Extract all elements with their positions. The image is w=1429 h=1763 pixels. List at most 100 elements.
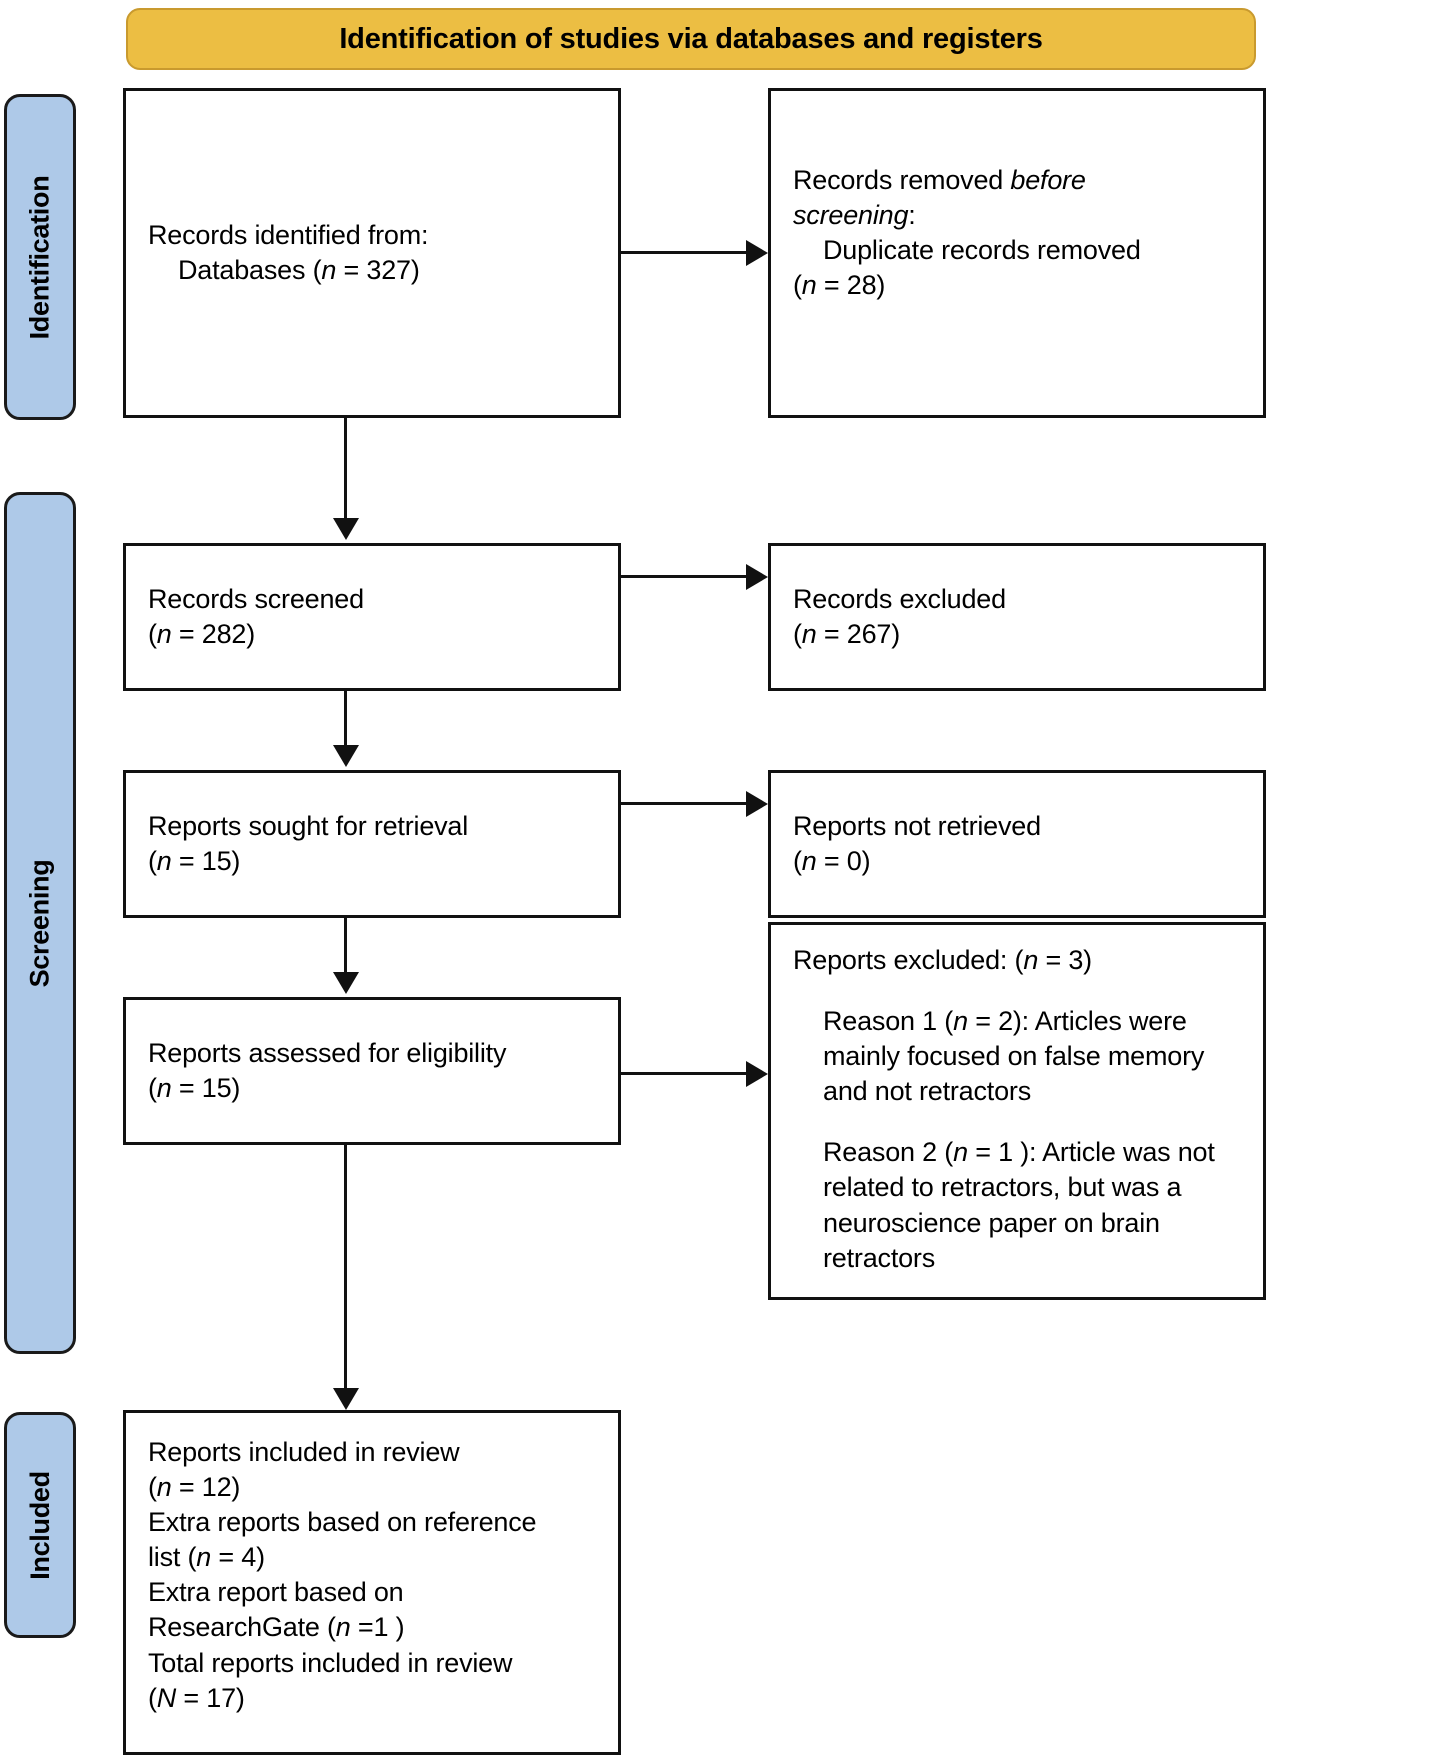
records-identified-line2-value: = 327): [336, 255, 420, 285]
reports-included-line3: Extra reports based on reference: [148, 1507, 537, 1538]
reports-excluded-heading: Reports excluded: (n = 3): [793, 943, 1249, 978]
reports-included-line6-pre: ResearchGate (: [148, 1612, 336, 1643]
reports-included-line8-pre: (: [148, 1682, 157, 1713]
reports-assessed-line1: Reports assessed for eligibility: [148, 1037, 507, 1068]
reason-1-pre: Reason 1 (: [823, 1006, 954, 1037]
connector-sought-to-not-retrieved: [621, 802, 746, 805]
records-screened-line2-value: = 282): [171, 619, 256, 649]
reports-sought-line2-value: = 15): [171, 846, 241, 876]
banner-title: Identification of studies via databases …: [339, 22, 1043, 55]
connector-assessed-to-excluded: [621, 1072, 746, 1075]
records-removed-line4-n: n: [801, 270, 817, 301]
reports-included-line6-n: n: [335, 1612, 351, 1643]
reports-not-retrieved-line1: Reports not retrieved: [793, 810, 1041, 841]
reports-assessed-line2: (n = 15): [148, 1071, 604, 1106]
records-identified-line2: Databases (n = 327): [148, 253, 604, 288]
box-records-screened: Records screened (n = 282): [123, 543, 621, 691]
reports-included-line4-n: n: [196, 1542, 212, 1573]
records-screened-line2-pre: (: [148, 619, 157, 649]
records-identified-line2-n: n: [321, 255, 337, 285]
records-removed-line4-value: = 28): [816, 270, 886, 301]
records-removed-line1: Records removed before: [793, 163, 1249, 198]
reports-included-line2: (n = 12): [148, 1470, 604, 1505]
reports-included-line2-n: n: [156, 1472, 172, 1503]
stage-label-screening: Screening: [24, 859, 55, 987]
reports-included-line8-value: = 17): [176, 1682, 245, 1713]
records-excluded-line2: (n = 267): [793, 617, 1249, 652]
reports-sought-line2-n: n: [156, 846, 172, 876]
reports-included-line6-value: =1 ): [350, 1612, 405, 1643]
box-reports-included-text: Reports included in review (n = 12) Extr…: [148, 1435, 604, 1716]
reports-included-line4-value: = 4): [211, 1542, 265, 1573]
records-removed-line4: (n = 28): [793, 268, 1249, 303]
stage-bar-screening: Screening: [4, 492, 76, 1354]
connector-assessed-to-included: [344, 1145, 347, 1388]
records-identified-line1: Records identified from:: [148, 219, 429, 250]
box-reports-not-retrieved-text: Reports not retrieved (n = 0): [793, 809, 1249, 879]
reason-2-text: = 1 ): Article was not related to retrac…: [823, 1137, 1215, 1273]
box-reports-excluded-with-reasons: Reports excluded: (n = 3) Reason 1 (n = …: [768, 922, 1266, 1300]
box-records-screened-text: Records screened (n = 282): [148, 582, 604, 652]
box-reports-excluded-text: Reports excluded: (n = 3) Reason 1 (n = …: [793, 943, 1249, 1276]
records-removed-line4-pre: (: [793, 270, 802, 301]
reports-not-retrieved-line2-value: = 0): [816, 846, 871, 876]
reports-included-line7: Total reports included in review: [148, 1647, 513, 1678]
box-records-removed-text: Records removed before screening: Duplic…: [793, 163, 1249, 303]
arrowhead-sought-to-not-retrieved: [746, 791, 768, 817]
records-removed-line1-italic: before: [1010, 165, 1086, 195]
records-screened-line2-n: n: [156, 619, 172, 649]
reports-excluded-heading-value: = 3): [1038, 945, 1092, 975]
records-removed-line2-colon: :: [908, 200, 916, 231]
box-reports-sought-text: Reports sought for retrieval (n = 15): [148, 809, 604, 879]
arrowhead-screened-to-sought: [333, 745, 359, 767]
reports-included-line8: (N = 17): [148, 1681, 604, 1716]
stage-label-identification: Identification: [24, 175, 55, 339]
records-excluded-line2-n: n: [801, 619, 817, 649]
banner-identification-header: Identification of studies via databases …: [126, 8, 1256, 70]
stage-bar-identification: Identification: [4, 94, 76, 420]
reports-included-line2-value: = 12): [171, 1472, 241, 1503]
reports-included-line2-pre: (: [148, 1472, 157, 1503]
reports-assessed-line2-value: = 15): [171, 1073, 241, 1103]
arrowhead-identified-to-screened: [333, 518, 359, 540]
records-removed-line2: screening:: [793, 198, 1249, 233]
reason-1-text: = 2): Articles were mainly focused on fa…: [823, 1006, 1205, 1107]
arrowhead-assessed-to-excluded: [746, 1061, 768, 1087]
box-records-identified-text: Records identified from: Databases (n = …: [148, 218, 604, 288]
stage-bar-included: Included: [4, 1412, 76, 1638]
records-removed-line2-italic: screening: [793, 200, 909, 231]
reports-not-retrieved-line2-pre: (: [793, 846, 802, 876]
reports-assessed-line2-n: n: [156, 1073, 172, 1103]
arrowhead-assessed-to-included: [333, 1388, 359, 1410]
records-identified-line2-pre: Databases (: [178, 255, 322, 285]
records-screened-line1: Records screened: [148, 583, 364, 614]
arrowhead-sought-to-assessed: [333, 972, 359, 994]
records-excluded-line2-value: = 267): [816, 619, 901, 649]
reports-not-retrieved-line2-n: n: [801, 846, 817, 876]
reports-excluded-reason-2: Reason 2 (n = 1 ): Article was not relat…: [793, 1135, 1249, 1275]
connector-screened-to-sought: [344, 691, 347, 745]
arrowhead-screened-to-excluded: [746, 564, 768, 590]
reports-included-line4-pre: list (: [148, 1542, 197, 1573]
spacer-1: [793, 978, 1249, 1004]
box-reports-sought-for-retrieval: Reports sought for retrieval (n = 15): [123, 770, 621, 918]
records-removed-line3: Duplicate records removed: [823, 235, 1141, 266]
reports-excluded-heading-n: n: [1023, 945, 1039, 975]
reports-sought-line2: (n = 15): [148, 844, 604, 879]
arrowhead-identified-to-removed: [746, 240, 768, 266]
reports-not-retrieved-line2: (n = 0): [793, 844, 1249, 879]
reports-included-line5: Extra report based on: [148, 1577, 404, 1608]
reports-included-line6: ResearchGate (n =1 ): [148, 1610, 604, 1645]
box-reports-included-in-review: Reports included in review (n = 12) Extr…: [123, 1410, 621, 1755]
connector-sought-to-assessed: [344, 918, 347, 972]
records-excluded-line1: Records excluded: [793, 583, 1006, 614]
reports-excluded-reason-1: Reason 1 (n = 2): Articles were mainly f…: [793, 1004, 1249, 1109]
records-screened-line2: (n = 282): [148, 617, 604, 652]
connector-identified-to-screened: [344, 418, 347, 518]
box-records-excluded-text: Records excluded (n = 267): [793, 582, 1249, 652]
connector-identified-to-removed: [621, 251, 746, 254]
box-reports-not-retrieved: Reports not retrieved (n = 0): [768, 770, 1266, 918]
box-reports-assessed-text: Reports assessed for eligibility (n = 15…: [148, 1036, 604, 1106]
records-excluded-line2-pre: (: [793, 619, 802, 649]
